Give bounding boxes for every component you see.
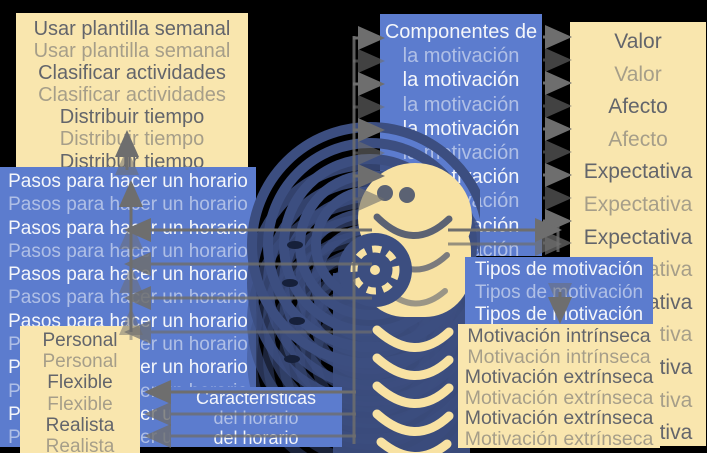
text-line: la motivación — [402, 45, 520, 68]
text-line: Clasificar actividades — [38, 62, 226, 85]
text-line: Pasos para hacer un horario — [8, 194, 248, 216]
text-line: Valor — [614, 30, 662, 53]
text-line: Motivación extrínseca — [464, 386, 654, 409]
checkered-wheel-icon — [338, 233, 412, 307]
text-line: Pasos para hacer un horario — [8, 240, 248, 262]
text-line: Distribuir tiempo — [59, 106, 205, 129]
text-line: Tipos de motivación — [474, 259, 644, 280]
text-line: Afecto — [608, 95, 668, 119]
echoed-eye-specks — [282, 241, 305, 363]
text-line: Tipos de motivación — [474, 304, 644, 325]
echoed-crescents — [372, 325, 454, 453]
text-line: la motivación — [402, 69, 520, 92]
text-line: Realista — [45, 414, 115, 436]
text-line: del horario — [213, 428, 299, 447]
text-line: Flexible — [47, 372, 113, 394]
text-line: Pasos para hacer un horario — [8, 287, 248, 309]
text-line: Clasificar actividades — [38, 84, 226, 107]
text-line: Motivación intrínseca — [467, 345, 651, 368]
text-line: Distribuir tiempo — [59, 150, 205, 168]
text-line: Flexible — [47, 393, 113, 415]
text-line: Valor — [614, 62, 662, 86]
text-line: la motivación — [402, 93, 520, 116]
text-line: Motivación extrínseca — [464, 366, 654, 389]
text-line: Motivación extrínseca — [464, 407, 654, 430]
text-line: Expectativa — [583, 192, 693, 216]
text-line: Pasos para hacer un horario — [8, 264, 248, 286]
text-line: Motivación intrínseca — [467, 325, 651, 347]
text-line: Expectativa — [583, 160, 693, 184]
text-line: Usar plantilla semanal — [33, 40, 231, 63]
text-line: Realista — [45, 436, 115, 453]
text-line: Usar plantilla semanal — [33, 18, 231, 40]
text-line: la motivación — [402, 117, 520, 140]
text-line: Pasos para hacer un horario — [8, 171, 248, 192]
text-line: Afecto — [608, 127, 668, 151]
text-line: Pasos para hacer un horario — [8, 217, 248, 239]
text-line: Distribuir tiempo — [59, 128, 205, 151]
text-line: Características — [195, 388, 317, 408]
text-line: Expectativa — [583, 225, 693, 249]
text-line: Tipos de motivación — [474, 281, 644, 303]
text-line: Componentes de — [384, 21, 538, 43]
text-line: del horario — [213, 408, 299, 428]
text-line: Motivación extrínseca — [464, 427, 654, 448]
text-line: Personal — [42, 330, 118, 351]
text-line: Personal — [42, 351, 118, 373]
